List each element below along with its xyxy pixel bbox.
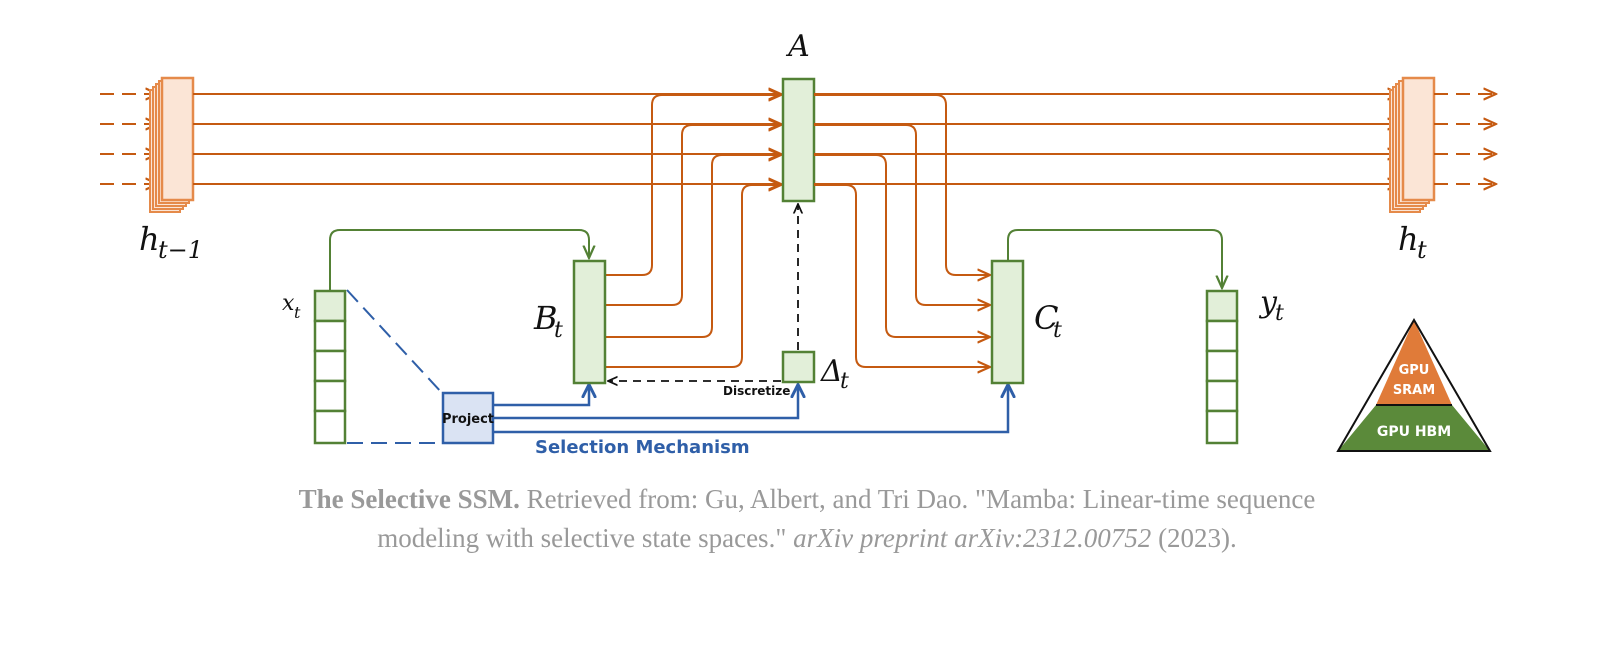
svg-text:t: t <box>554 318 563 343</box>
caption-text: Retrieved from: Gu, Albert, and Tri Dao.… <box>377 484 1316 553</box>
gpu-memory-pyramid: GPU SRAM GPU HBM <box>1336 318 1492 452</box>
gpu-sram-label-line2: SRAM <box>1393 383 1435 398</box>
y-t-output-vector <box>1205 289 1239 445</box>
B-t-block <box>572 259 607 385</box>
discretize-arrows <box>608 204 798 381</box>
svg-text:x: x <box>282 291 295 316</box>
x-to-project-dashes <box>346 289 443 444</box>
svg-text:h: h <box>139 220 160 258</box>
selective-ssm-diagram: A h t−1 h t <box>100 29 1614 458</box>
discretize-label: Discretize <box>723 384 790 398</box>
state-lines-to-h-t <box>814 94 1400 184</box>
caption-title: The Selective SSM. <box>298 484 520 514</box>
figure-caption: The Selective SSM. Retrieved from: Gu, A… <box>280 480 1334 558</box>
x-t-label: x t <box>282 291 301 322</box>
C-t-block <box>990 259 1025 385</box>
C-to-y-connector <box>1007 229 1222 288</box>
B-to-A-lines <box>605 95 781 368</box>
svg-text:C: C <box>1034 299 1058 337</box>
svg-text:t: t <box>1053 318 1062 343</box>
svg-text:t: t <box>840 369 849 394</box>
caption-journal: arXiv preprint arXiv:2312.00752 <box>793 523 1152 553</box>
selection-mechanism-label: Selection Mechanism <box>535 437 750 458</box>
y-t-label: y t <box>1258 285 1284 326</box>
h-t-state-block <box>1389 76 1436 213</box>
svg-text:t: t <box>294 303 301 322</box>
x-to-B-connector <box>329 229 589 291</box>
x-t-input-vector <box>313 289 347 445</box>
state-lines-to-A <box>193 94 781 184</box>
svg-text:B: B <box>533 299 558 337</box>
delta-t-block <box>781 350 816 384</box>
svg-text:t: t <box>1275 301 1284 326</box>
h-prev-input-lines <box>100 94 158 184</box>
selection-arrows <box>493 386 1008 434</box>
h-prev-state-block <box>149 76 195 213</box>
h-t-label: h t <box>1398 220 1427 264</box>
caption-year: (2023). <box>1151 523 1237 553</box>
A-label: A <box>785 29 810 64</box>
h-prev-label: h t−1 <box>139 220 203 264</box>
svg-text:t−1: t−1 <box>158 236 203 264</box>
svg-text:h: h <box>1398 220 1419 258</box>
A-matrix-block <box>781 77 816 203</box>
B-t-label: B t <box>533 299 563 343</box>
gpu-hbm-label: GPU HBM <box>1377 424 1451 440</box>
h-t-output-lines <box>1434 94 1496 184</box>
svg-text:t: t <box>1417 236 1427 264</box>
C-t-label: C t <box>1034 299 1062 343</box>
delta-t-label: Δ t <box>820 354 849 394</box>
svg-text:Δ: Δ <box>820 354 843 389</box>
gpu-sram-label-line1: GPU <box>1399 363 1430 378</box>
state-to-C-lines <box>814 94 990 367</box>
svg-text:y: y <box>1258 285 1278 320</box>
project-label: Project <box>442 412 494 427</box>
